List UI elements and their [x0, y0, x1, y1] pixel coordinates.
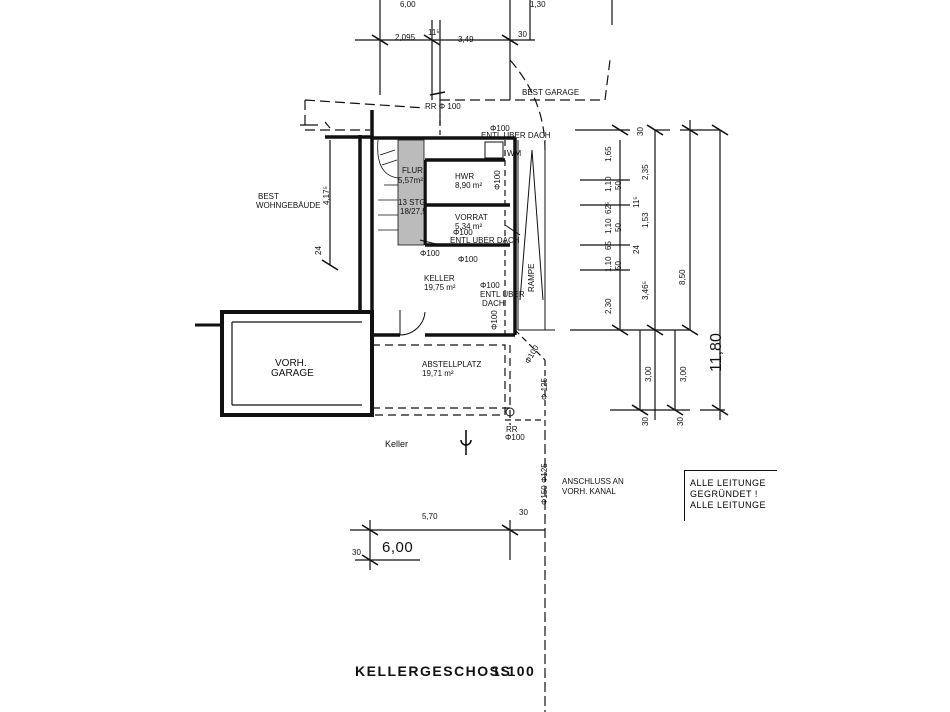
- note-line-3: ALLE LEITUNGE: [690, 500, 767, 510]
- label-entl-mid-1: Φ100: [453, 228, 473, 237]
- label-entl-top-2: ENTL UBER DACH: [481, 131, 551, 140]
- dim-top-130: 1,30: [530, 0, 546, 9]
- dim-62: 62⁵: [604, 201, 613, 214]
- label-keller-area: 19,75 m²: [424, 283, 456, 292]
- dim-346: 3,46⁵: [641, 281, 650, 300]
- label-best-garage: BEST GARAGE: [522, 88, 580, 97]
- plan-title: KELLERGESCHOSS: [355, 663, 512, 679]
- dim-850: 8,50: [678, 269, 687, 285]
- dim-30r: 30: [636, 127, 645, 136]
- dim-570: 5,70: [422, 512, 438, 521]
- dim-165: 1,65: [604, 146, 613, 162]
- dim-230: 2,30: [604, 298, 613, 314]
- dim-115b: 11⁵: [632, 196, 641, 208]
- note-line-1: ALLE LEITUNGE: [690, 478, 767, 488]
- label-entl-mid-2: ENTL UBER DACH: [450, 236, 520, 245]
- dim-30f: 30: [352, 548, 361, 557]
- dim-2095: 2,095: [395, 33, 416, 42]
- dim-110b: 1,10: [604, 218, 613, 234]
- label-stairs-2: 18/27,5: [400, 207, 427, 216]
- label-best-wohng-1: BEST: [258, 192, 279, 201]
- dim-115: 11⁵: [428, 28, 440, 37]
- best-wohngebaeude-outline: [304, 99, 426, 131]
- dim-1180: 11,80: [708, 333, 725, 372]
- dim-65: 65: [604, 241, 613, 250]
- label-entl-keller-2: ENTL UBER: [480, 290, 525, 299]
- label-abstellplatz-name: ABSTELLPLATZ: [422, 360, 482, 369]
- label-phi100-c: Φ100: [490, 310, 499, 330]
- label-entl-top-1: Φ100: [490, 124, 510, 133]
- dim-300b: 3,00: [679, 366, 688, 382]
- staircase: [377, 139, 425, 246]
- label-phi100-hwr: Φ100: [493, 170, 502, 190]
- label-keller-name: KELLER: [424, 274, 455, 283]
- label-rr100-bottom-1: RR: [506, 425, 518, 434]
- dim-349: 3,49: [458, 35, 474, 44]
- dim-1175: 4,17⁵: [322, 186, 331, 205]
- label-hwr-name: HWR: [455, 172, 475, 181]
- label-vorrat-name: VORRAT: [455, 213, 488, 222]
- right-dimension-lines: [570, 120, 729, 420]
- plan-scale: 1:100: [492, 663, 536, 679]
- drain-pipes: [439, 110, 546, 712]
- door-swings: [399, 224, 521, 336]
- dim-30a: 30: [518, 30, 527, 39]
- label-anschluss-1: ANSCHLUSS AN: [562, 477, 624, 486]
- label-phi100-b: Φ100: [458, 255, 478, 264]
- label-wm: WM: [507, 149, 522, 158]
- label-keller-note: Keller: [385, 439, 409, 449]
- top-dimension-lines: [355, 0, 613, 100]
- label-entl-keller-3: DACH: [482, 299, 505, 308]
- building-walls: [325, 110, 517, 337]
- label-rr100-top: RR Φ 100: [425, 102, 461, 111]
- left-dimension-lines: [321, 140, 339, 271]
- dim-50b: 50: [614, 223, 623, 232]
- label-phi100-a: Φ100: [420, 249, 440, 258]
- notes-box: ALLE LEITUNGE GEGRÜNDET ! ALLE LEITUNGE: [684, 470, 777, 521]
- dim-110c: 1,10: [604, 256, 613, 272]
- misc-marks: [300, 91, 515, 455]
- label-rampe: RAMPE: [527, 263, 536, 292]
- label-flur-area: 5,57m²: [398, 176, 423, 185]
- vorh-garage-walls: [195, 310, 374, 417]
- label-abstellplatz-area: 19,71 m²: [422, 369, 454, 378]
- rampe: [517, 140, 555, 331]
- dim-top-600: 6,00: [400, 0, 416, 9]
- dim-110a: 1,10: [604, 176, 613, 192]
- abstellplatz-outline: [372, 344, 511, 425]
- dim-30d: 30: [676, 417, 685, 426]
- dim-153: 1,53: [641, 212, 650, 228]
- dim-235: 2,35: [641, 164, 650, 180]
- dim-50c: 50: [614, 261, 623, 270]
- label-entl-keller-1: Φ100: [480, 281, 500, 290]
- dim-30c: 30: [641, 417, 650, 426]
- label-garage-1: VORH.: [275, 358, 307, 369]
- bottom-dimension-lines: [350, 520, 545, 570]
- label-vorrat-area: 5,34 m²: [455, 222, 483, 231]
- label-stairs-1: 13 STG: [398, 198, 426, 207]
- label-phi150: Φ150 Φ125: [540, 463, 549, 505]
- label-phi125: Φ 125: [540, 378, 549, 400]
- label-garage-2: GARAGE: [271, 368, 314, 379]
- dim-24: 24: [314, 246, 323, 255]
- label-rr100-bottom-2: Φ100: [505, 433, 525, 442]
- note-line-2: GEGRÜNDET !: [690, 489, 758, 499]
- dim-50a: 50: [614, 181, 623, 190]
- dim-300a: 3,00: [644, 366, 653, 382]
- label-hwr-area: 8,90 m²: [455, 181, 483, 190]
- label-best-wohng-2: WOHNGEBÄUDE: [256, 201, 321, 210]
- dim-24b: 24: [632, 245, 641, 254]
- label-anschluss-2: VORH. KANAL: [562, 487, 616, 496]
- dim-600b: 6,00: [382, 539, 414, 556]
- label-flur-name: FLUR: [402, 166, 423, 175]
- dim-30e: 30: [519, 508, 528, 517]
